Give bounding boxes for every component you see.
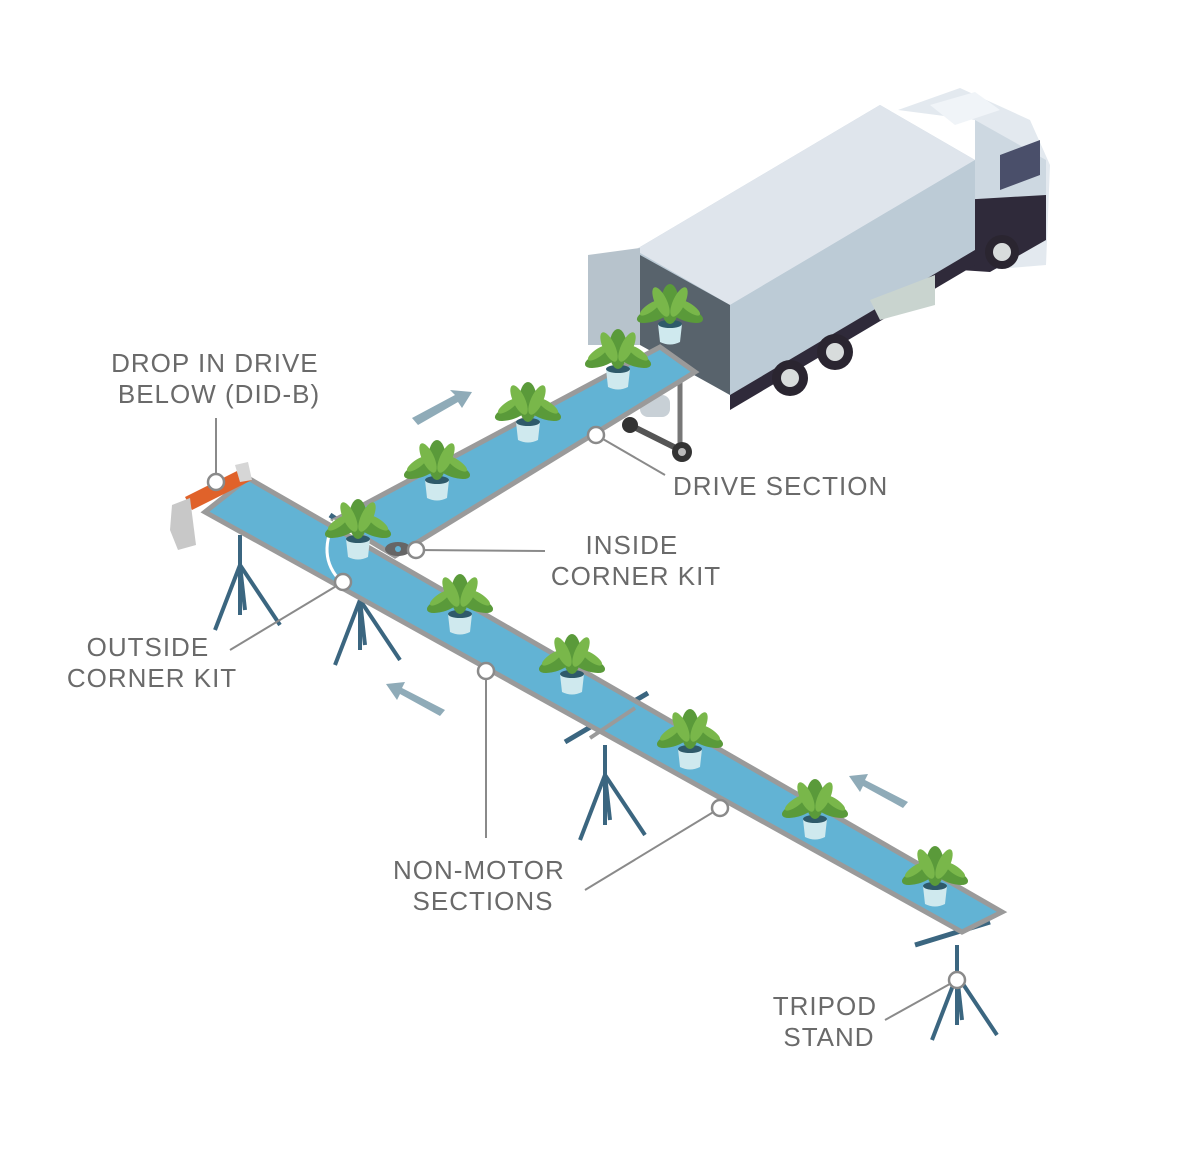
label-drive-section: DRIVE SECTION bbox=[673, 471, 888, 501]
label-non-motor-sections: NON-MOTOR SECTIONS bbox=[393, 855, 573, 916]
truck bbox=[588, 88, 1050, 410]
label-inside-corner-kit: INSIDE CORNER KIT bbox=[551, 530, 721, 591]
tripod-stand bbox=[930, 943, 999, 1042]
label-tripod-stand: TRIPOD STAND bbox=[773, 991, 885, 1052]
callout-leaders bbox=[206, 418, 967, 1021]
conveyor-belts bbox=[200, 344, 1008, 935]
tripod-stand bbox=[578, 743, 647, 842]
label-outside-corner-kit: OUTSIDE CORNER KIT bbox=[67, 632, 237, 693]
direction-arrows bbox=[386, 390, 908, 808]
drive-section-stand bbox=[622, 375, 692, 462]
label-drop-in-drive: DROP IN DRIVE BELOW (DID-B) bbox=[111, 348, 327, 409]
